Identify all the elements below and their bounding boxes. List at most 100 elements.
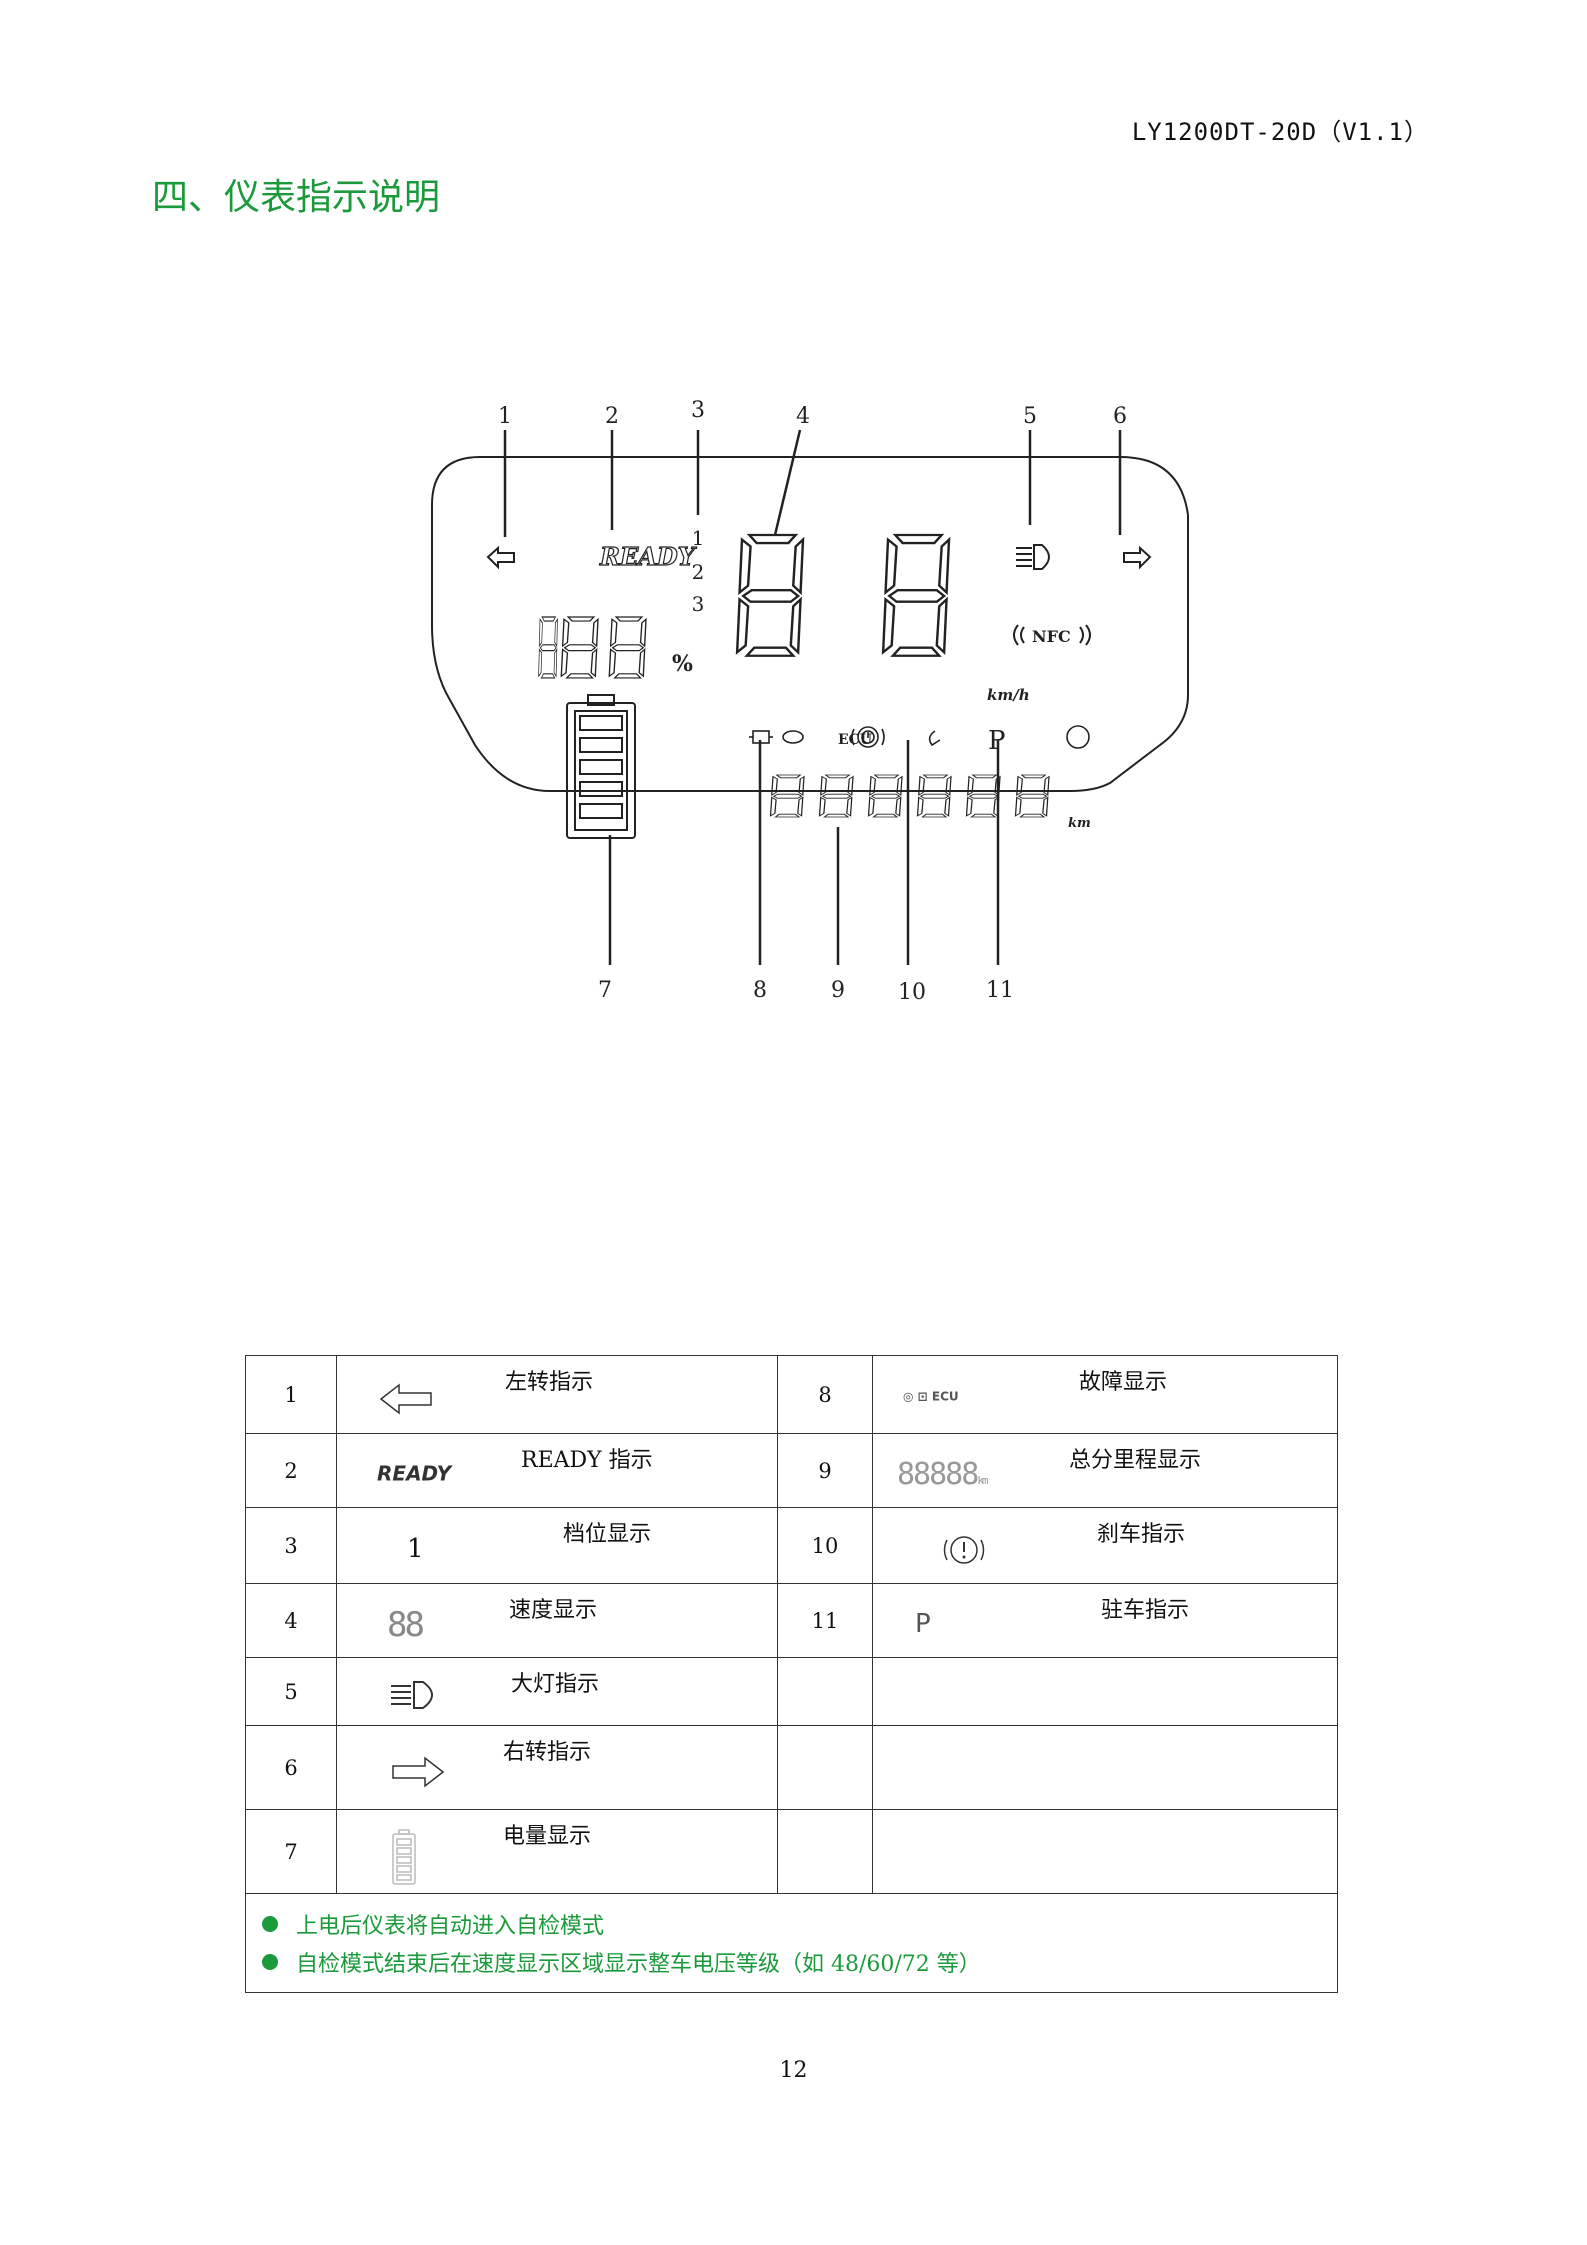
ready-icon: READY	[377, 1460, 452, 1485]
row-label: READY 指示	[521, 1448, 653, 1473]
note-item: 上电后仪表将自动进入自检模式	[262, 1908, 1321, 1940]
row-label: 档位显示	[563, 1522, 652, 1547]
row-description: 88 速度显示	[336, 1583, 778, 1658]
row-label: 电量显示	[503, 1824, 592, 1849]
row-number: 7	[245, 1809, 337, 1894]
panel-outline	[431, 456, 1189, 792]
battery-icon	[392, 1828, 416, 1885]
row-number	[777, 1809, 873, 1894]
row-label: 刹车指示	[1097, 1522, 1186, 1547]
row-description: 刹车指示	[872, 1507, 1338, 1584]
note-text: 上电后仪表将自动进入自检模式	[296, 1914, 605, 1939]
row-number: 1	[245, 1355, 337, 1434]
row-label: 速度显示	[509, 1598, 598, 1623]
row-number	[777, 1725, 873, 1810]
row-label: 驻车指示	[1101, 1598, 1190, 1623]
brake-icon	[857, 726, 879, 748]
headlight-icon	[1016, 544, 1050, 570]
row-description: 右转指示	[336, 1725, 778, 1810]
odometer-unit: km	[1068, 816, 1091, 831]
callout-6: 6	[1113, 404, 1127, 429]
callout-9: 9	[831, 978, 845, 1003]
row-description: 大灯指示	[336, 1657, 778, 1726]
callout-2: 2	[605, 404, 619, 429]
row-number: 11	[777, 1583, 873, 1658]
table-row: 1 左转指示 8 ◎ ⊡ ECU 故障显示	[245, 1355, 1338, 1434]
row-number	[777, 1657, 873, 1726]
parking-icon: P	[915, 1608, 931, 1639]
odometer-icon: 88888km	[897, 1456, 989, 1492]
row-label: 大灯指示	[511, 1672, 600, 1697]
right-turn-icon	[1123, 545, 1152, 570]
table-row: 5 大灯指示	[245, 1657, 1338, 1726]
brake-icon	[943, 1535, 985, 1564]
nfc-indicator: NFC	[1032, 627, 1071, 646]
row-label: 故障显示	[1079, 1370, 1168, 1395]
table-row: 6 右转指示	[245, 1725, 1338, 1810]
odometer-digits	[769, 774, 1050, 818]
dashboard-svg: 1 2 3 4 5 6 7 8 9 10 11 READY 1 2 3	[431, 398, 1189, 1005]
note-text: 自检模式结束后在速度显示区域显示整车电压等级（如 48/60/72 等）	[296, 1952, 981, 1977]
row-description: 左转指示	[336, 1355, 778, 1434]
row-label: 总分里程显示	[1069, 1448, 1202, 1473]
document-code: LY1200DT-20D（V1.1）	[1131, 118, 1429, 146]
callout-4: 4	[796, 404, 810, 429]
row-number: 5	[245, 1657, 337, 1726]
table-row: 2 READY READY 指示 9 88888km 总分里程显示	[245, 1433, 1338, 1508]
callout-11: 11	[986, 978, 1014, 1003]
left-arrow-icon	[379, 1382, 432, 1415]
ready-indicator: READY	[599, 542, 698, 571]
callout-1: 1	[498, 404, 512, 429]
fault-icon-row	[749, 725, 1090, 749]
legend-table: 1 左转指示 8 ◎ ⊡ ECU 故障显示 2 READY READY 指示 9…	[245, 1355, 1338, 1993]
headlight-icon	[391, 1680, 433, 1709]
row-label: 左转指示	[505, 1370, 594, 1395]
row-number: 10	[777, 1507, 873, 1584]
callout-8: 8	[753, 978, 767, 1003]
row-description	[872, 1657, 1338, 1726]
bullet-icon	[262, 1916, 278, 1932]
speed-limit-icon	[928, 730, 941, 747]
speed-digits	[735, 533, 951, 657]
table-row: 7 电量显示	[245, 1809, 1338, 1894]
controller-fault-icon	[782, 730, 804, 744]
callout-3: 3	[691, 398, 705, 423]
battery-icon	[566, 694, 636, 839]
left-turn-icon	[486, 545, 515, 570]
section-title: 四、仪表指示说明	[152, 177, 441, 218]
table-row: 3 1 档位显示 10 刹车指示	[245, 1507, 1338, 1584]
row-number: 8	[777, 1355, 873, 1434]
row-number: 2	[245, 1433, 337, 1508]
ecu-indicator: ECU	[838, 732, 872, 748]
row-description: 电量显示	[336, 1809, 778, 1894]
speed-digits-icon: 88	[387, 1604, 425, 1645]
right-arrow-icon	[392, 1755, 445, 1788]
row-description: READY READY 指示	[336, 1433, 778, 1508]
gear-icon: 1	[407, 1533, 424, 1564]
row-number: 6	[245, 1725, 337, 1810]
row-description: 88888km 总分里程显示	[872, 1433, 1338, 1508]
row-description: 1 档位显示	[336, 1507, 778, 1584]
gear-3: 3	[692, 592, 705, 616]
notes-cell: 上电后仪表将自动进入自检模式 自检模式结束后在速度显示区域显示整车电压等级（如 …	[245, 1893, 1338, 1993]
row-description	[872, 1725, 1338, 1810]
row-description: ◎ ⊡ ECU 故障显示	[872, 1355, 1338, 1434]
gear-2: 2	[692, 560, 705, 584]
battery-percent-digits	[538, 616, 647, 679]
bullet-icon	[262, 1954, 278, 1970]
gear-1: 1	[692, 526, 705, 550]
percent-sign: %	[672, 651, 693, 677]
page-number: 12	[779, 2058, 808, 2083]
callout-10: 10	[898, 980, 926, 1005]
note-item: 自检模式结束后在速度显示区域显示整车电压等级（如 48/60/72 等）	[262, 1946, 1321, 1978]
callout-5: 5	[1023, 404, 1037, 429]
table-row: 4 88 速度显示 11 P 驻车指示	[245, 1583, 1338, 1658]
row-number: 4	[245, 1583, 337, 1658]
cruise-icon	[1066, 725, 1090, 749]
fault-icons: ◎ ⊡ ECU	[903, 1388, 959, 1403]
row-description	[872, 1809, 1338, 1894]
row-description: P 驻车指示	[872, 1583, 1338, 1658]
row-number: 9	[777, 1433, 873, 1508]
speed-unit: km/h	[987, 686, 1030, 704]
row-label: 右转指示	[503, 1740, 592, 1765]
